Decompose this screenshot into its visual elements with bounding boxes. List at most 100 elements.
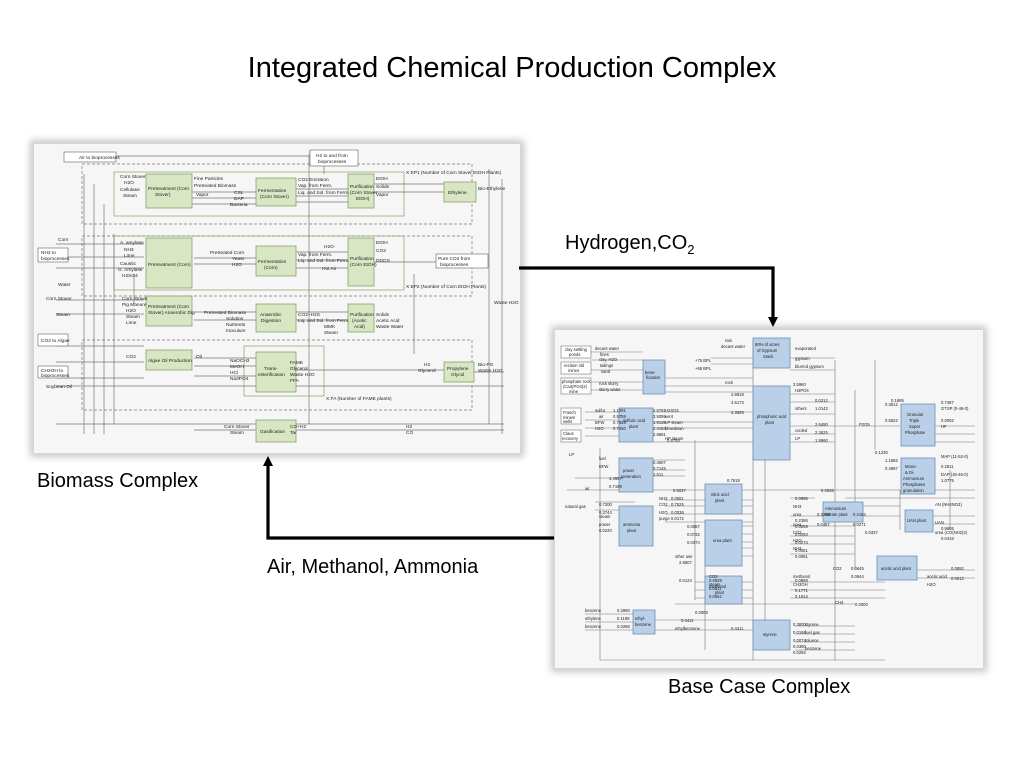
svg-text:other use: other use xyxy=(675,554,693,559)
hydrogen-co2-arrow xyxy=(519,266,778,327)
svg-text:H2O: H2O xyxy=(793,538,802,543)
svg-text:FFA: FFA xyxy=(290,378,300,384)
svg-text:4.5173: 4.5173 xyxy=(731,400,744,405)
svg-text:0.0337: 0.0337 xyxy=(865,530,878,535)
svg-text:CSL: CSL xyxy=(234,190,244,196)
air-methanol-ammonia-label: Air, Methanol, Ammonia xyxy=(267,556,479,578)
svg-text:Corn Stover: Corn Stover xyxy=(224,424,250,430)
svg-text:0.5037: 0.5037 xyxy=(673,488,686,493)
svg-text:1.9960: 1.9960 xyxy=(815,438,828,443)
svg-text:plant: plant xyxy=(715,590,725,595)
svg-text:Steam: Steam xyxy=(56,312,70,318)
svg-text:2.6490: 2.6490 xyxy=(815,422,828,427)
svg-text:esterification: esterification xyxy=(258,372,285,378)
svg-text:H2O: H2O xyxy=(595,426,604,431)
svg-text:Stover): Stover) xyxy=(155,192,171,198)
svg-text:NaOCH3: NaOCH3 xyxy=(230,358,250,364)
svg-text:Steam: Steam xyxy=(230,430,244,436)
svg-text:acetic acid: acetic acid xyxy=(927,574,947,579)
svg-text:H2O: H2O xyxy=(232,262,242,268)
svg-text:(Corn Stover: (Corn Stover xyxy=(350,190,378,196)
svg-text:0.2184: 0.2184 xyxy=(853,512,866,517)
svg-text:ammonia: ammonia xyxy=(623,522,641,527)
svg-text:0.0292: 0.0292 xyxy=(793,650,806,655)
svg-text:0.5754: 0.5754 xyxy=(667,438,680,443)
svg-text:Glycerol: Glycerol xyxy=(290,366,308,372)
svg-text:Hot Air: Hot Air xyxy=(322,266,337,272)
svg-text:bioprocesses: bioprocesses xyxy=(440,262,469,268)
svg-text:CO2: CO2 xyxy=(659,502,668,507)
svg-text:0.4987: 0.4987 xyxy=(885,466,898,471)
svg-text:0.4411: 0.4411 xyxy=(731,626,744,631)
svg-text:1.0142: 1.0142 xyxy=(815,406,828,411)
svg-text:LP: LP xyxy=(569,452,574,457)
base-case-complex-diagram: clay settling ponds reclaim old mines ph… xyxy=(554,329,984,669)
svg-text:Mono-: Mono- xyxy=(905,464,917,469)
svg-text:ethylene: ethylene xyxy=(585,616,602,621)
svg-text:Solution: Solution xyxy=(226,316,244,322)
svg-text:CO2: CO2 xyxy=(126,354,136,360)
svg-text:0.0732: 0.0732 xyxy=(687,532,700,537)
svg-text:0.7618: 0.7618 xyxy=(727,478,740,483)
svg-text:0.7145: 0.7145 xyxy=(653,466,666,471)
svg-text:fuel gas: fuel gas xyxy=(805,630,820,635)
svg-text:CO: CO xyxy=(406,430,413,436)
svg-text:generation: generation xyxy=(621,474,641,479)
svg-text:Air to bioprocesses: Air to bioprocesses xyxy=(79,155,120,161)
svg-text:Pretreated Corn: Pretreated Corn xyxy=(210,250,244,256)
svg-text:others: others xyxy=(795,406,807,411)
svg-text:0.1771: 0.1771 xyxy=(795,588,808,593)
svg-text:0.7487: 0.7487 xyxy=(941,400,954,405)
svg-text:P2O5: P2O5 xyxy=(859,422,870,427)
svg-text:Waste H2O: Waste H2O xyxy=(478,368,503,374)
svg-text:Steam: Steam xyxy=(324,330,338,336)
svg-text:Vap. from Ferm.: Vap. from Ferm. xyxy=(298,252,332,258)
svg-text:HP steam: HP steam xyxy=(665,436,684,441)
svg-text:Lime: Lime xyxy=(124,253,135,259)
svg-text:Phosphate: Phosphate xyxy=(905,430,926,435)
svg-text:0.0166: 0.0166 xyxy=(793,630,806,635)
svg-text:vent: vent xyxy=(665,414,674,419)
svg-text:evaporated: evaporated xyxy=(795,346,817,351)
svg-text:Anaerobic: Anaerobic xyxy=(260,312,282,318)
svg-text:ethylbenzene: ethylbenzene xyxy=(675,626,701,631)
svg-text:1.0775: 1.0775 xyxy=(941,478,954,483)
svg-text:Bio-PG: Bio-PG xyxy=(478,362,494,368)
svg-text:Pretreatment (Corn: Pretreatment (Corn xyxy=(148,304,189,310)
svg-text:+68 BPL: +68 BPL xyxy=(695,366,712,371)
svg-text:Corn: Corn xyxy=(58,237,69,243)
svg-text:DAP (18-46-0): DAP (18-46-0) xyxy=(941,472,969,477)
svg-text:styrene: styrene xyxy=(763,632,777,637)
svg-text:urea (CO(NH2)2): urea (CO(NH2)2) xyxy=(935,530,968,535)
svg-text:Stover) Anaerobic Dig: Stover) Anaerobic Dig xyxy=(148,310,195,316)
svg-text:0.0892: 0.0892 xyxy=(951,566,964,571)
svg-text:EtOH): EtOH) xyxy=(356,196,370,202)
svg-text:BFW: BFW xyxy=(599,464,608,469)
svg-text:methanol: methanol xyxy=(709,584,726,589)
svg-text:tailings: tailings xyxy=(600,363,613,368)
svg-text:Fermentation: Fermentation xyxy=(258,259,287,265)
svg-text:H2O: H2O xyxy=(324,244,334,250)
svg-text:0.0629: 0.0629 xyxy=(709,578,722,583)
svg-text:rain: rain xyxy=(725,338,733,343)
svg-text:EtOH: EtOH xyxy=(376,176,388,182)
svg-text:Steam: Steam xyxy=(126,314,140,320)
svg-text:Purification: Purification xyxy=(350,184,374,190)
svg-text:wells: wells xyxy=(563,419,572,424)
svg-text:2.8681: 2.8681 xyxy=(653,432,666,437)
svg-text:fuel: fuel xyxy=(599,456,606,461)
svg-text:Fine Particles: Fine Particles xyxy=(194,176,224,182)
svg-text:0.0536: 0.0536 xyxy=(821,488,834,493)
svg-text:Acid): Acid) xyxy=(354,324,365,330)
svg-text:0.0644: 0.0644 xyxy=(851,574,864,579)
svg-text:0.0587: 0.0587 xyxy=(687,524,700,529)
svg-text:FAME: FAME xyxy=(290,360,303,366)
svg-text:ficiation: ficiation xyxy=(646,375,661,380)
svg-text:sulfur: sulfur xyxy=(595,408,606,413)
svg-text:NH3: NH3 xyxy=(793,546,802,551)
svg-text:purge: purge xyxy=(659,516,670,521)
svg-text:0.1695: 0.1695 xyxy=(891,398,904,403)
svg-text:toluene: toluene xyxy=(805,638,819,643)
svg-text:Soybean Oil: Soybean Oil xyxy=(46,384,72,390)
svg-text:CO2: CO2 xyxy=(793,530,802,535)
